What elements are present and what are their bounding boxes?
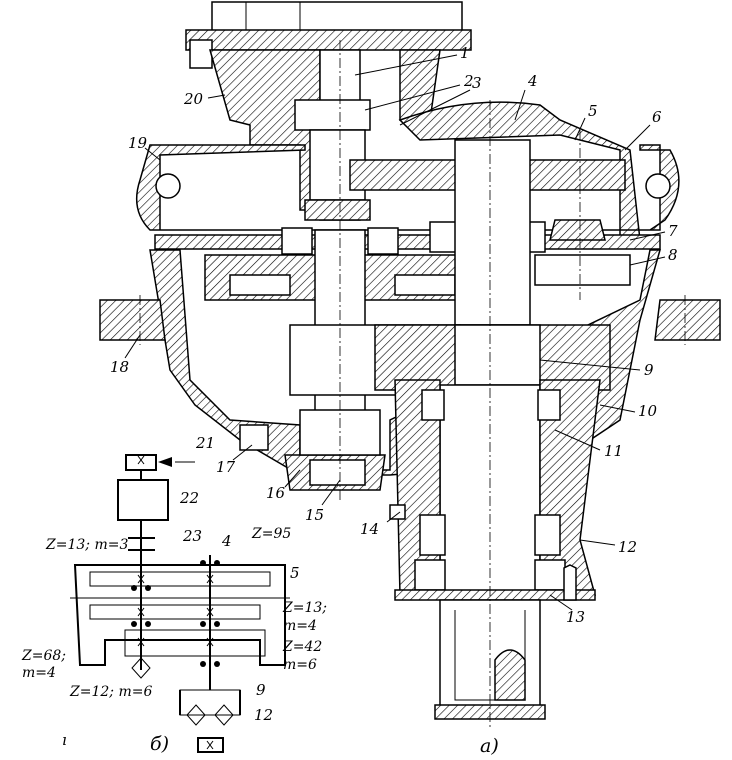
scheme-label-21: 21 [195, 434, 215, 452]
callout-16: 16 [266, 484, 286, 502]
spec-z13-m4-line1: Z=13; [282, 600, 327, 616]
callout-6: 6 [652, 108, 662, 126]
spec-z95: Z=95 [251, 526, 291, 542]
callout-18: 18 [110, 358, 129, 376]
gear-row-42 [124, 629, 266, 657]
callout-1: 1 [460, 44, 470, 62]
callout-3: 3 [472, 74, 482, 92]
scheme-label-22: 22 [179, 489, 199, 507]
motor-box [117, 479, 169, 521]
gear-row-68 [89, 604, 261, 620]
kinematic-scheme-b [70, 454, 290, 753]
spec-z68-line1: Z=68; [21, 648, 66, 664]
callout-15: 15 [305, 506, 324, 524]
drive-block-8 [534, 254, 631, 286]
caption-a: а) [480, 735, 499, 757]
mount-flange-right [654, 299, 721, 341]
spec-z13-m4-line2: m=4 [283, 618, 317, 634]
motor-body [211, 1, 463, 33]
callout-12: 12 [618, 538, 637, 556]
drain-plug [239, 424, 269, 451]
bolt-13 [563, 564, 577, 601]
side-plug [389, 504, 406, 520]
callout-8: 8 [668, 246, 678, 264]
section-view-a [99, 1, 721, 730]
output-shaft-upper [454, 139, 531, 326]
scheme-label-5: 5 [290, 564, 300, 582]
spec-z42-line1: Z=42 [282, 639, 322, 655]
gear-row-95 [89, 571, 271, 587]
callout-10: 10 [638, 402, 658, 420]
lifting-eye-left [155, 173, 181, 199]
output-box [197, 737, 224, 753]
callout-7: 7 [668, 222, 678, 240]
callout-9: 9 [644, 361, 654, 379]
scheme-label-4: 4 [221, 532, 232, 550]
callout-14: 14 [360, 520, 379, 538]
callout-5: 5 [588, 102, 598, 120]
callout-19: 19 [128, 134, 148, 152]
scheme-label-12: 12 [254, 706, 273, 724]
callout-20: 20 [183, 90, 204, 108]
scheme-label-23: 23 [182, 527, 202, 545]
callout-2: 2 [463, 72, 474, 90]
lifting-eye-right [645, 173, 671, 199]
callout-11: 11 [604, 442, 623, 460]
bevel-pinion [549, 219, 606, 241]
spec-z68-line2: m=4 [22, 665, 56, 681]
caption-mark: ı [62, 731, 67, 749]
caption-b: б) [150, 733, 169, 755]
leader-lines [124, 54, 666, 611]
callout-17: 17 [216, 458, 236, 476]
callout-4: 4 [527, 72, 538, 90]
scheme-label-9: 9 [256, 681, 266, 699]
spec-z12-m6: Z=12; m=6 [69, 684, 152, 700]
spec-z13-m3: Z=13; m=3 [45, 537, 128, 553]
callout-13: 13 [566, 608, 585, 626]
spec-z42-line2: m=6 [283, 657, 317, 673]
